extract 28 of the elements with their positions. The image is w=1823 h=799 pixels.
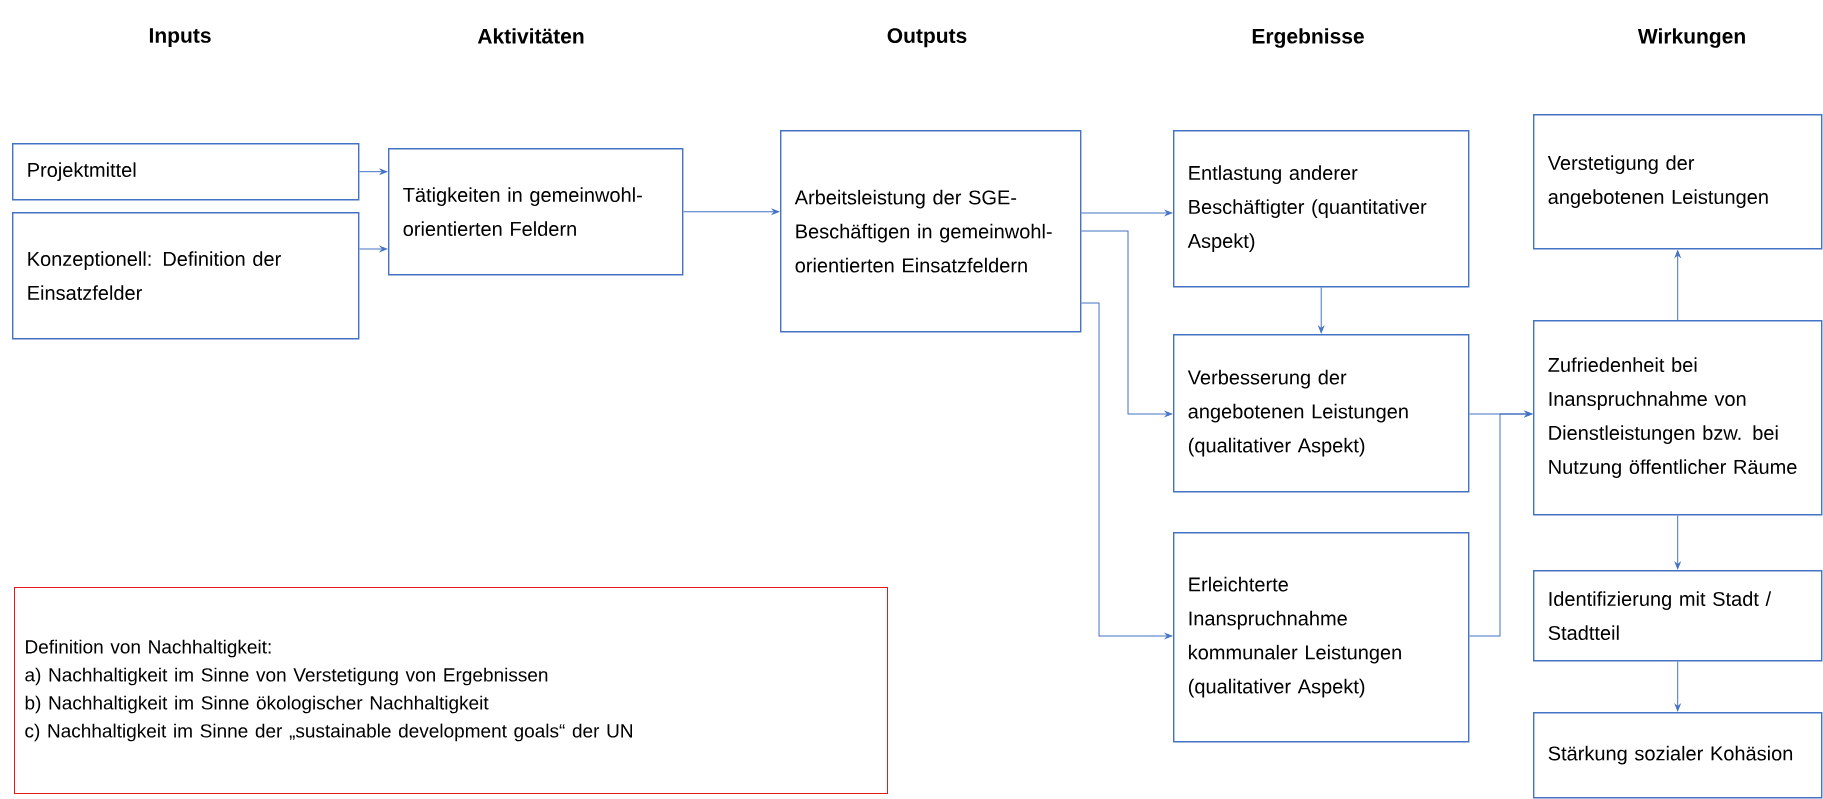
process-box: Stärkung sozialer Kohäsion [1533, 712, 1823, 799]
process-box: Erleichterte Inanspruchnahme kommunaler Leistungen (qualitativer Aspekt) [1173, 532, 1470, 743]
column-heading: Outputs [887, 28, 967, 48]
arrow [1674, 514, 1681, 570]
process-box: Konzeptionell: Definition der Einsatzfelder [12, 212, 360, 340]
process-box: Zufriedenheit bei Inanspruchnahme von Dienstleistungen bzw. bei Nutzung öffentlicher Räume [1533, 320, 1823, 516]
arrow [1674, 660, 1681, 712]
process-box: Verstetigung der angebotenen Leistungen [1533, 114, 1823, 250]
column-heading: Wirkungen [1637, 28, 1745, 48]
arrow [1080, 230, 1173, 417]
process-box: Identifizierung mit Stadt / Stadtteil [1533, 570, 1823, 662]
process-box: Tätigkeiten in gemeinwohl-orientierten Feldern [388, 148, 684, 276]
arrow [682, 208, 780, 215]
arrow [358, 246, 388, 252]
arrow [1080, 302, 1173, 639]
process-box: Verbesserung der angebotenen Leistungen (qualitativer Aspekt) [1173, 334, 1470, 493]
process-box: Entlastung anderer Beschäftigter (quantitativer Aspekt) [1173, 130, 1470, 288]
definition-box: Definition von Nachhaltigkeit: a) Nachhaltigkeit im Sinne von Verstetigung von Ergebnissen b) Nachhaltigkeit im Sinne ökologischer Nachhaltigkeit c) Nachhaltigkeit im Sinne der „sustainable development goals“ der UN [14, 587, 888, 794]
column-heading: Ergebnisse [1252, 28, 1364, 48]
arrow [1468, 411, 1533, 637]
process-box: Projektmittel [12, 143, 360, 201]
column-heading: Inputs [149, 28, 211, 47]
arrow [358, 168, 388, 175]
process-box: Arbeitsleistung der SGE-Beschäftigen in gemeinwohl-orientierten Einsatzfeldern [780, 130, 1082, 333]
arrow [1080, 210, 1173, 216]
arrow [1674, 250, 1681, 321]
arrow [1318, 286, 1325, 334]
column-heading: Aktivitäten [477, 28, 584, 44]
